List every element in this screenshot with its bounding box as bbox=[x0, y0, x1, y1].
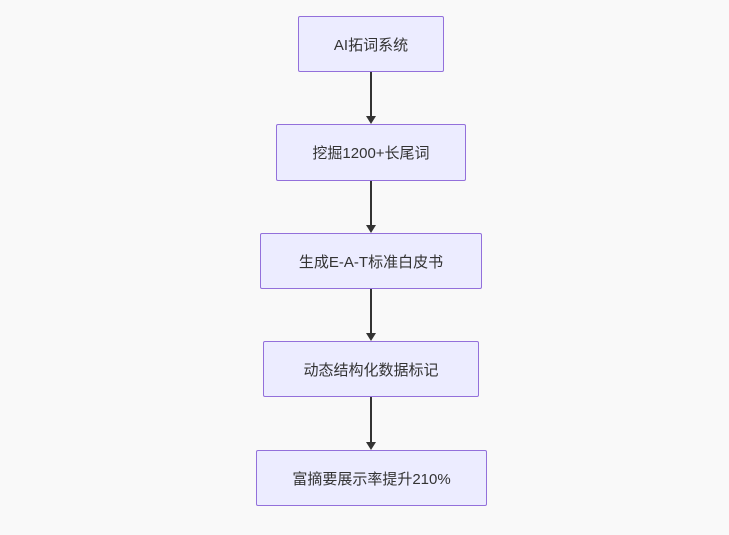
arrow-line bbox=[370, 289, 372, 334]
flow-node-structured-data-markup: 动态结构化数据标记 bbox=[263, 341, 479, 397]
flow-node-label: 生成E-A-T标准白皮书 bbox=[298, 253, 444, 271]
arrow-line bbox=[370, 397, 372, 443]
flow-arrow-2 bbox=[366, 181, 376, 233]
flow-node-ai-word-expansion: AI拓词系统 bbox=[298, 16, 444, 72]
flow-node-rich-snippet-result: 富摘要展示率提升210% bbox=[256, 450, 487, 506]
flow-arrow-4 bbox=[366, 397, 376, 450]
flow-arrow-1 bbox=[366, 72, 376, 124]
arrowhead-down-icon bbox=[366, 225, 376, 233]
arrowhead-down-icon bbox=[366, 442, 376, 450]
arrowhead-down-icon bbox=[366, 116, 376, 124]
flow-node-label: AI拓词系统 bbox=[333, 36, 409, 54]
flow-node-label: 富摘要展示率提升210% bbox=[292, 470, 451, 488]
flow-node-longtail-mining: 挖掘1200+长尾词 bbox=[276, 124, 466, 181]
flow-node-eat-whitepaper: 生成E-A-T标准白皮书 bbox=[260, 233, 482, 289]
flow-node-label: 挖掘1200+长尾词 bbox=[312, 145, 430, 162]
arrowhead-down-icon bbox=[366, 333, 376, 341]
flow-arrow-3 bbox=[366, 289, 376, 341]
arrow-line bbox=[370, 72, 372, 117]
flow-node-label: 动态结构化数据标记 bbox=[303, 361, 439, 379]
arrow-line bbox=[370, 181, 372, 226]
